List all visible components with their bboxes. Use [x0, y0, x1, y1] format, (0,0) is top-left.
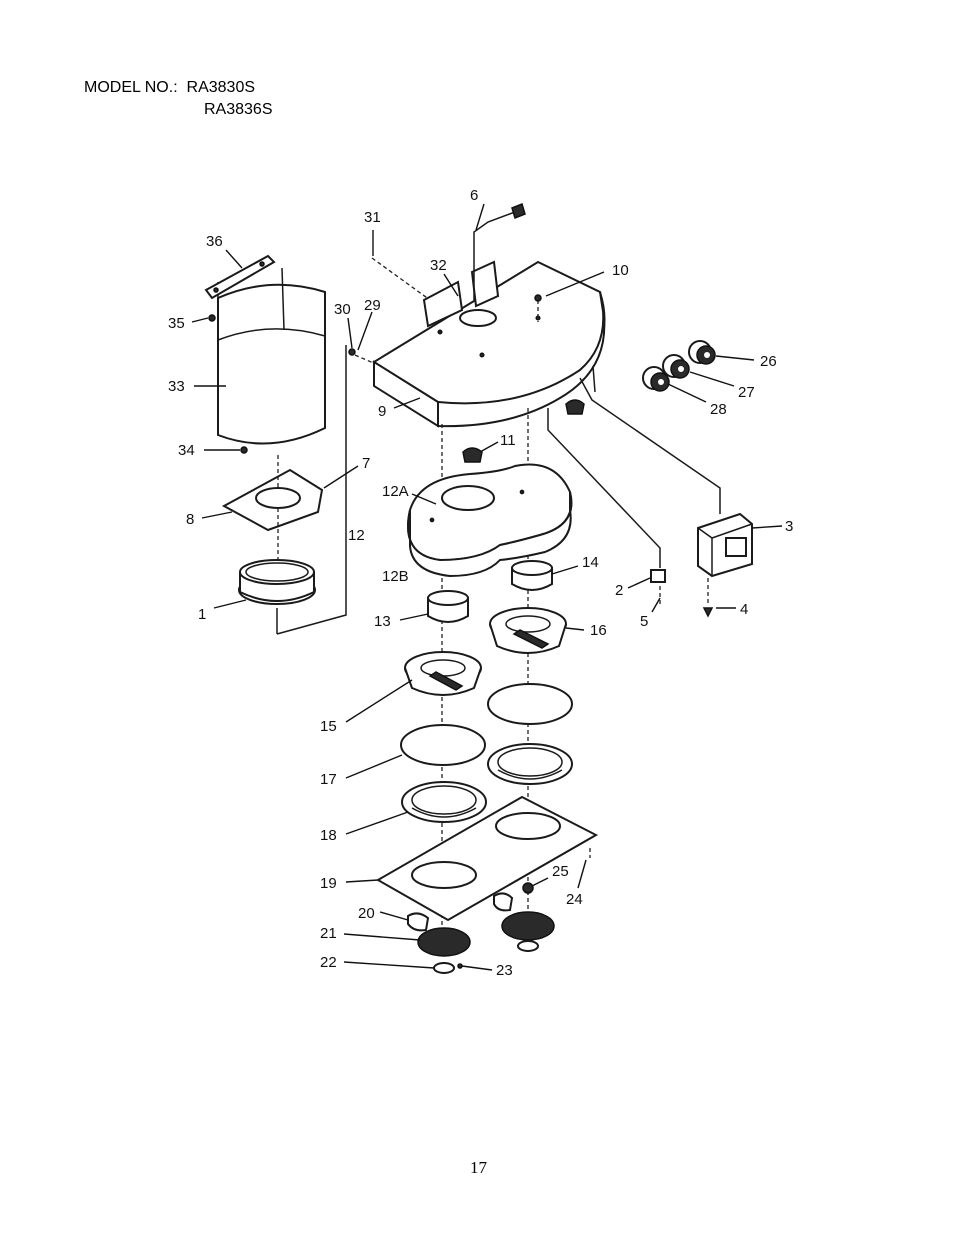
callout-36: 36 — [206, 233, 223, 250]
leader-lines — [191, 203, 783, 971]
blower-housing-12 — [407, 463, 573, 578]
callout-11: 11 — [500, 432, 516, 449]
callout-8: 8 — [186, 511, 194, 528]
model-label: MODEL NO.: — [84, 79, 178, 96]
callout-16: 16 — [590, 622, 607, 639]
ring-right — [487, 683, 573, 725]
callout-24: 24 — [566, 891, 583, 908]
model-number-line-1: MODEL NO.: RA3830S — [84, 78, 255, 98]
callout-27: 27 — [738, 384, 755, 401]
bracket-36 — [204, 254, 276, 300]
knob-26 — [688, 340, 716, 365]
duct-cover-33 — [217, 267, 326, 445]
motor-13 — [427, 590, 469, 623]
callout-21: 21 — [320, 925, 337, 942]
cap-22 — [433, 962, 455, 974]
callout-22: 22 — [320, 954, 337, 971]
callout-17: 17 — [320, 771, 337, 788]
lamp-holder — [565, 399, 585, 415]
callout-labels: 1 2 3 4 5 6 7 8 9 10 11 12 12A 12B 13 14… — [168, 187, 793, 979]
nut-25 — [522, 882, 534, 894]
wire-to-transformer — [579, 377, 721, 514]
callout-7: 7 — [362, 455, 370, 472]
transformer-3 — [697, 512, 753, 578]
ring-17 — [400, 724, 486, 766]
damper-plate-8 — [221, 468, 324, 532]
hood-housing-9 — [372, 260, 606, 428]
callout-30: 30 — [334, 301, 351, 318]
knob-27 — [662, 354, 690, 379]
callout-13: 13 — [374, 613, 391, 630]
wire — [592, 365, 596, 393]
venturi-right — [487, 743, 573, 785]
duct-collar-1 — [238, 559, 316, 605]
control-bracket-32 — [422, 260, 500, 328]
callout-15: 15 — [320, 718, 337, 735]
callout-1: 1 — [198, 606, 206, 623]
callout-18: 18 — [320, 827, 337, 844]
screw-30 — [348, 348, 356, 356]
blower-wheel-15 — [404, 651, 482, 696]
model-number-line-2: RA3836S — [204, 100, 273, 120]
switch-2 — [650, 569, 666, 583]
lens-20 — [407, 912, 430, 932]
callout-12A: 12A — [382, 483, 409, 500]
screw-35 — [208, 314, 216, 322]
cap-right — [517, 940, 539, 952]
callout-23: 23 — [496, 962, 513, 979]
callout-29: 29 — [364, 297, 381, 314]
wire-12 — [276, 345, 347, 635]
filter-21 — [417, 927, 471, 957]
blower-wheel-16 — [489, 607, 567, 654]
callout-10: 10 — [612, 262, 629, 279]
callout-28: 28 — [710, 401, 727, 418]
callout-12B: 12B — [382, 568, 409, 585]
wire-to-switch — [547, 408, 661, 568]
screw-34 — [240, 446, 248, 454]
bottom-plate-19 — [375, 795, 599, 922]
callout-20: 20 — [358, 905, 375, 922]
power-cord-6 — [473, 211, 516, 300]
callout-9: 9 — [378, 403, 386, 420]
callout-3: 3 — [785, 518, 793, 535]
callout-12: 12 — [348, 527, 365, 544]
callout-4: 4 — [740, 601, 748, 618]
page-number: 17 — [470, 1158, 487, 1177]
venturi-18 — [401, 781, 487, 823]
screw-10 — [534, 294, 542, 302]
callout-33: 33 — [168, 378, 185, 395]
callout-26: 26 — [760, 353, 777, 370]
plug-6 — [511, 202, 526, 220]
callout-31: 31 — [364, 209, 381, 226]
callout-34: 34 — [178, 442, 195, 459]
callout-35: 35 — [168, 315, 185, 332]
model-number-1: RA3830S — [186, 79, 256, 96]
callout-25: 25 — [552, 863, 569, 880]
filter-right — [501, 911, 555, 941]
lens-right — [493, 892, 514, 912]
callout-6: 6 — [470, 187, 478, 204]
knob-28 — [642, 366, 670, 392]
model-number-2: RA3836S — [204, 101, 273, 118]
callout-19: 19 — [320, 875, 337, 892]
lamp-11 — [462, 447, 483, 463]
screw-4 — [702, 607, 714, 618]
screw-path-31 — [371, 257, 431, 301]
callout-5: 5 — [640, 613, 648, 630]
callout-2: 2 — [615, 582, 623, 599]
callout-32: 32 — [430, 257, 447, 274]
motor-14 — [511, 560, 553, 591]
screw-23 — [457, 963, 463, 969]
callout-14: 14 — [582, 554, 599, 571]
